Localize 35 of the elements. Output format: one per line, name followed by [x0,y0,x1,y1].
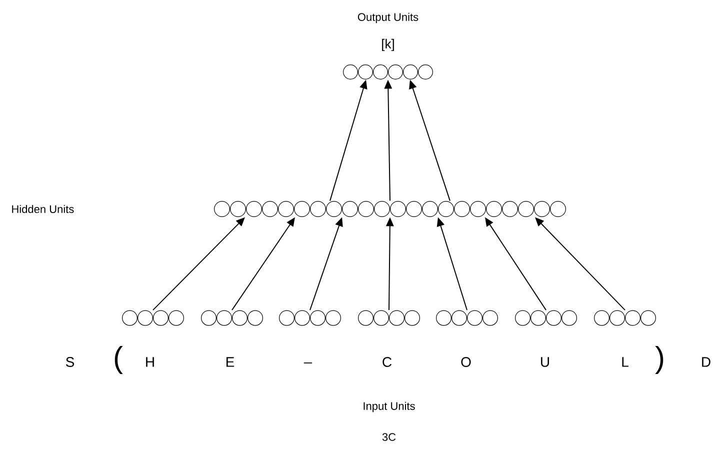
letter-label: ) [655,346,664,374]
unit-row [594,310,656,326]
arrow [409,80,450,202]
unit-row [343,64,433,80]
unit-row [201,310,263,326]
layer-label: Output Units [358,12,418,24]
unit-row [122,310,184,326]
arrow [436,217,468,311]
letter-label: ( [114,346,123,374]
unit-row [436,310,498,326]
arrow [152,217,245,311]
layer-label: _ [304,362,312,364]
layer-label: C [382,357,392,367]
layer-label: E [226,357,234,367]
letter-label: D [702,357,710,367]
arrow [232,217,295,311]
layer-label: U [541,357,549,367]
arrow [384,80,392,202]
unit-row [279,310,341,326]
arrow [535,217,626,311]
layer-label: O [461,357,471,367]
layer-label: H [146,357,154,367]
unit-row [214,201,566,217]
arrow [485,217,546,311]
caption: 3C [382,433,396,441]
arrow [310,217,343,311]
letter-label: S [66,357,74,367]
layer-label: L [622,357,628,367]
unit-row [515,310,577,326]
arrow [386,217,394,311]
layer-label: Input Units [364,402,415,412]
unit-row [358,310,420,326]
arrow [330,80,368,202]
layer-label: Hidden Units [12,204,74,214]
layer-label: [k] [382,38,394,52]
